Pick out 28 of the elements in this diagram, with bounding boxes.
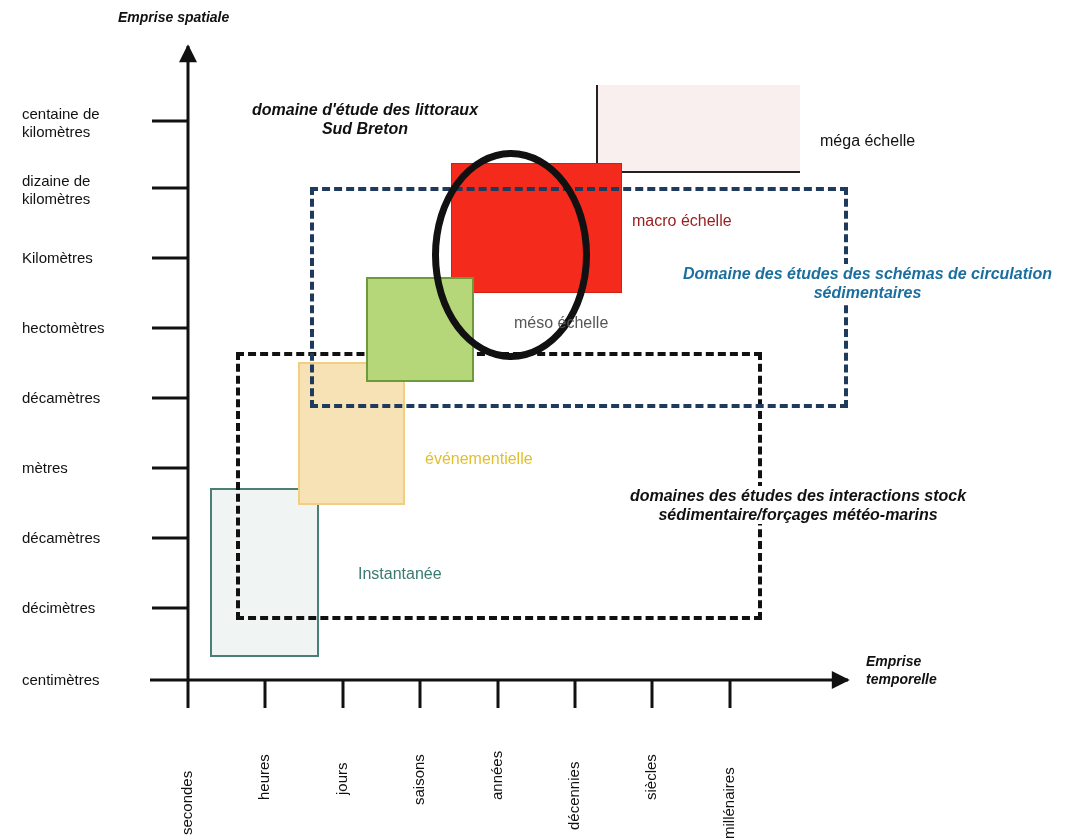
scale-rectangle xyxy=(210,488,319,657)
space-scale-label: Kilomètres xyxy=(22,249,93,267)
time-scale-label: secondes xyxy=(178,770,195,835)
time-scale-label: années xyxy=(488,750,505,800)
scale-rectangle xyxy=(298,362,405,505)
time-scale-label: jours xyxy=(333,762,350,795)
space-scale-label: dizaine de kilomètres xyxy=(22,172,92,208)
space-scale-label: centaine de kilomètres xyxy=(22,105,101,141)
domain-label: domaine d'étude des littoraux Sud Breton xyxy=(250,100,480,138)
space-scale-label: décamètres xyxy=(22,389,101,407)
space-scale-label: hectomètres xyxy=(22,319,105,337)
space-scale-label: centimètres xyxy=(22,671,100,689)
scale-rectangle xyxy=(596,85,800,173)
time-scale-label: décennies xyxy=(565,761,582,830)
time-scale-label: millénaires xyxy=(720,767,737,839)
space-scale-label: décimètres xyxy=(22,599,96,617)
scale-label: macro échelle xyxy=(632,212,732,230)
space-scale-label: décamètres xyxy=(22,529,101,547)
scale-rectangle xyxy=(451,163,622,293)
time-scale-label: heures xyxy=(255,754,272,800)
space-scale-label: mètres xyxy=(22,459,68,477)
axis-title: Emprise spatiale xyxy=(118,8,231,26)
scale-label: événementielle xyxy=(425,450,533,468)
axis-title: Emprise temporelle xyxy=(866,652,938,688)
scale-label: Instantanée xyxy=(358,565,442,583)
time-scale-label: siècles xyxy=(642,754,659,800)
scale-rectangle xyxy=(366,277,474,382)
time-scale-label: saisons xyxy=(410,754,427,805)
